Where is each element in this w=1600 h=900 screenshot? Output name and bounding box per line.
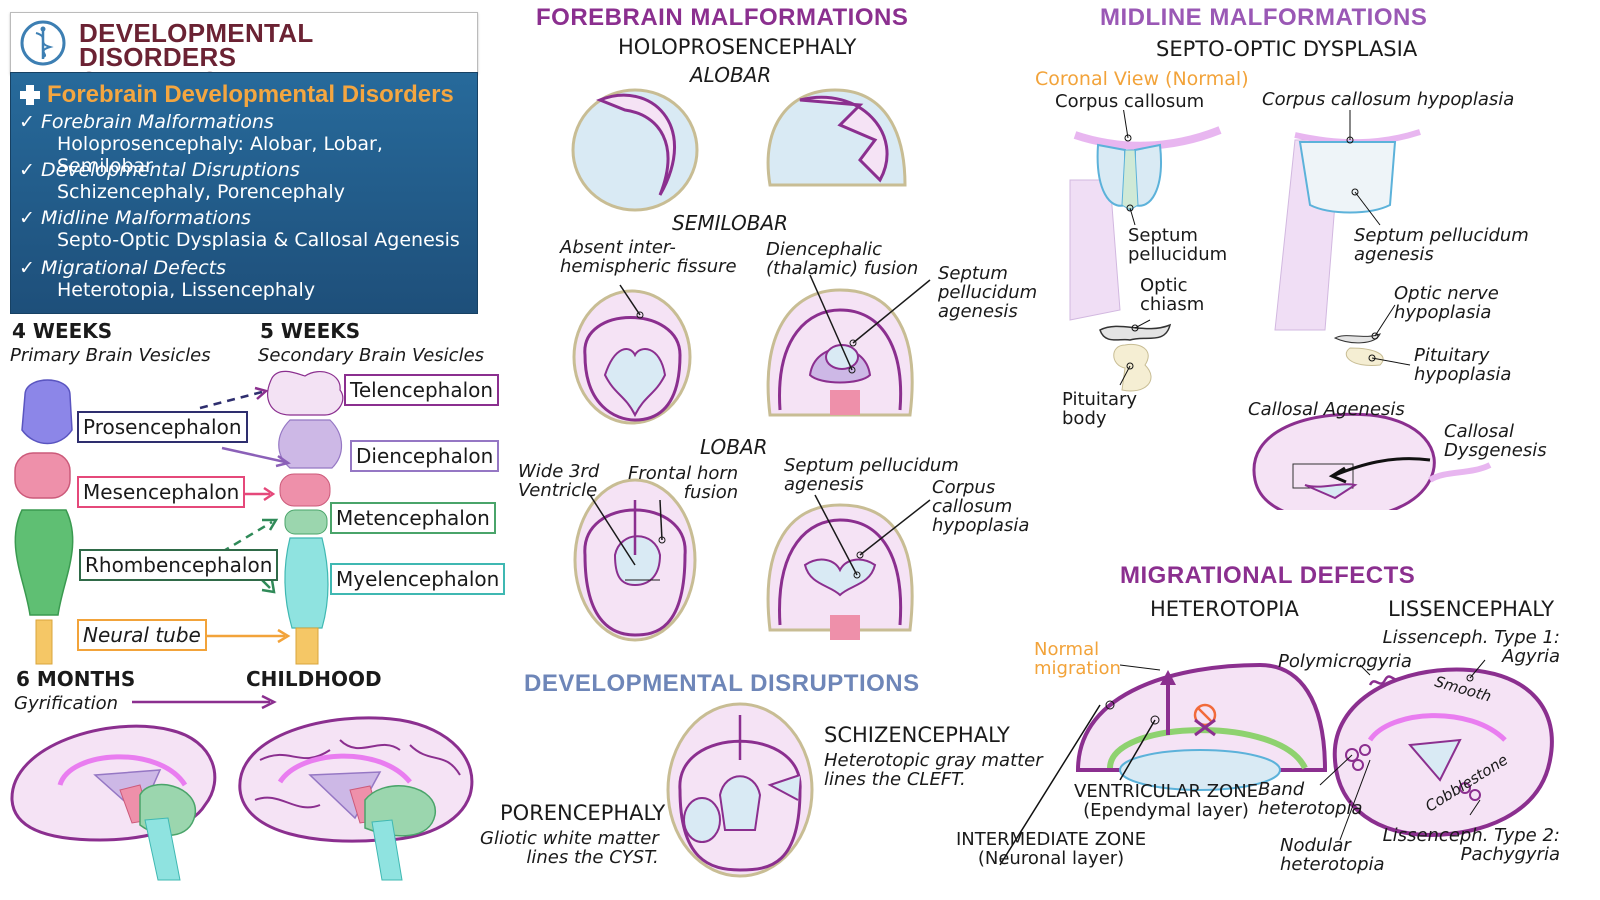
septum-agenesis-lobar-label: Septum pellucidum agenesis <box>784 455 959 495</box>
porencephaly-label: PORENCEPHALY <box>500 801 666 825</box>
semilobar-label: SEMILOBAR <box>672 211 789 235</box>
pituitary-body-label: Pituitary body <box>1062 389 1138 429</box>
nodular-heterotopia-label: Nodular heterotopia <box>1280 835 1385 875</box>
porencephaly-desc: Gliotic white matter lines the CYST. <box>480 828 659 868</box>
sod-label: SEPTO-OPTIC DYSPLASIA <box>1156 37 1418 61</box>
band-heterotopia-label: Band heterotopia <box>1258 779 1363 819</box>
optic-nerve-hypoplasia-label: Optic nerve hypoplasia <box>1394 283 1499 323</box>
neural-tube-shape <box>35 619 53 665</box>
vesicles-diagram <box>14 370 344 665</box>
normal-migration-label: Normal migration <box>1034 639 1121 679</box>
plus-icon <box>20 85 40 105</box>
disruptions-diagram <box>666 702 814 878</box>
cc-hypoplasia-lobar-label: Corpus callosum hypoplasia <box>932 477 1030 536</box>
summary-heading: Forebrain Developmental Disorders <box>47 81 454 108</box>
lobar-label: LOBAR <box>700 435 768 459</box>
gyrification-label: Gyrification <box>14 693 119 714</box>
optic-chiasm-label: Optic chiasm <box>1140 275 1205 315</box>
check-icon: ✓ <box>19 111 35 133</box>
summary-item-title: Migrational Defects <box>40 257 227 279</box>
title-panel: DEVELOPMENTAL DISORDERS OF THE FOREBRAIN <box>10 12 478 94</box>
lissencephaly-type1-label: Lissenceph. Type 1: Agyria <box>1382 627 1560 667</box>
holoprosencephaly-diagram <box>571 88 931 642</box>
schizencephaly-label: SCHIZENCEPHALY <box>824 723 1010 747</box>
absent-fissure-label: Absent inter- hemispheric fissure <box>560 237 737 277</box>
lissencephaly-type2-label: Lissenceph. Type 2: Pachygyria <box>1382 825 1560 865</box>
midline-heading: MIDLINE MALFORMATIONS <box>1100 4 1428 31</box>
summary-item-sub: Schizencephaly, Porencephaly <box>57 181 345 203</box>
mesencephalon-shape <box>14 452 71 499</box>
polymicrogyria-label: Polymicrogyria <box>1278 651 1412 672</box>
septum-pellucidum-label: Septum pellucidum <box>1128 225 1228 265</box>
summary-item: ✓ Migrational Defects Heterotopia, Lisse… <box>19 257 315 301</box>
telencephalon-shape <box>267 370 344 416</box>
alobar-label: ALOBAR <box>690 63 772 87</box>
metencephalon-label: Metencephalon <box>330 502 496 534</box>
neural-tube-label: Neural tube <box>77 619 207 651</box>
myelencephalon-shape <box>284 537 329 629</box>
corpus-callosum-label: Corpus callosum <box>1055 91 1205 112</box>
sp-agenesis-label: Septum pellucidum agenesis <box>1354 225 1529 265</box>
schizencephaly-desc: Heterotopic gray matter lines the CLEFT. <box>824 750 1043 790</box>
caduceus-icon <box>20 20 66 66</box>
months6-title: 6 MONTHS <box>16 667 136 691</box>
diencephalon-label: Diencephalon <box>350 440 500 472</box>
summary-item-title: Developmental Disruptions <box>40 159 300 181</box>
callosal-dysgenesis-label: Callosal Dysgenesis <box>1444 421 1547 461</box>
disruptions-heading: DEVELOPMENTAL DISRUPTIONS <box>524 670 920 697</box>
callosal-agenesis-label: Callosal Agenesis <box>1248 399 1405 420</box>
myelencephalon-label: Myelencephalon <box>330 563 506 595</box>
telencephalon-label: Telencephalon <box>344 374 500 406</box>
weeks5-title: 5 WEEKS <box>260 319 361 343</box>
childhood-title: CHILDHOOD <box>246 667 382 691</box>
summary-panel: Forebrain Developmental Disorders ✓ Fore… <box>10 72 478 314</box>
check-icon: ✓ <box>19 159 35 181</box>
migration-diagram <box>999 659 1554 866</box>
diencephalon-shape <box>278 419 343 469</box>
mesencephalon2-shape <box>279 473 331 507</box>
neural-tube2-shape <box>295 627 319 665</box>
ventricular-zone-label: VENTRICULAR ZONE (Ependymal layer) <box>1074 781 1259 821</box>
summary-item: ✓ Midline Malformations Septo-Optic Dysp… <box>19 207 460 251</box>
metencephalon-shape <box>284 509 328 535</box>
migration-heading: MIGRATIONAL DEFECTS <box>1120 562 1416 589</box>
summary-item-sub: Heterotopia, Lissencephaly <box>57 279 316 301</box>
summary-item-sub: Septo-Optic Dysplasia & Callosal Agenesi… <box>57 229 460 251</box>
mesencephalon-label: Mesencephalon <box>77 476 246 508</box>
wide-3rd-ventricle-label: Wide 3rd Ventricle <box>518 461 600 501</box>
lissencephaly-label: LISSENCEPHALY <box>1388 597 1555 621</box>
summary-item-title: Midline Malformations <box>40 207 251 229</box>
prosencephalon-label: Prosencephalon <box>77 411 248 443</box>
weeks4-title: 4 WEEKS <box>12 319 113 343</box>
prosencephalon-shape <box>21 379 73 445</box>
check-icon: ✓ <box>19 207 35 229</box>
holoprosencephaly-label: HOLOPROSENCEPHALY <box>618 35 857 59</box>
forebrain-heading: FOREBRAIN MALFORMATIONS <box>536 4 909 31</box>
summary-item-title: Forebrain Malformations <box>40 111 274 133</box>
heterotopia-label: HETEROTOPIA <box>1150 597 1299 621</box>
septum-agenesis-label: Septum pellucidum agenesis <box>938 263 1038 322</box>
brain-sagittal-diagram <box>10 694 474 881</box>
weeks5-subtitle: Secondary Brain Vesicles <box>258 345 485 366</box>
summary-item-sub: Holoprosencephaly: Alobar, Lobar, Semilo… <box>57 133 383 177</box>
diencephalic-fusion-label: Diencephalic (thalamic) fusion <box>766 239 919 279</box>
rhombencephalon-label: Rhombencephalon <box>79 549 279 581</box>
summary-item: ✓ Forebrain Malformations Holoprosenceph… <box>19 111 477 177</box>
coronal-view-label: Coronal View (Normal) <box>1035 68 1249 90</box>
midline-diagram <box>1069 110 1492 510</box>
frontal-horn-fusion-label: Frontal horn fusion <box>628 463 739 503</box>
intermediate-zone-label: INTERMEDIATE ZONE (Neuronal layer) <box>956 829 1147 869</box>
pituitary-hypoplasia-label: Pituitary hypoplasia <box>1414 345 1512 385</box>
weeks4-subtitle: Primary Brain Vesicles <box>10 345 211 366</box>
summary-item: ✓ Developmental Disruptions Schizencepha… <box>19 159 345 203</box>
cc-hypoplasia-label: Corpus callosum hypoplasia <box>1262 89 1515 110</box>
check-icon: ✓ <box>19 257 35 279</box>
rhombencephalon-shape <box>14 509 74 616</box>
